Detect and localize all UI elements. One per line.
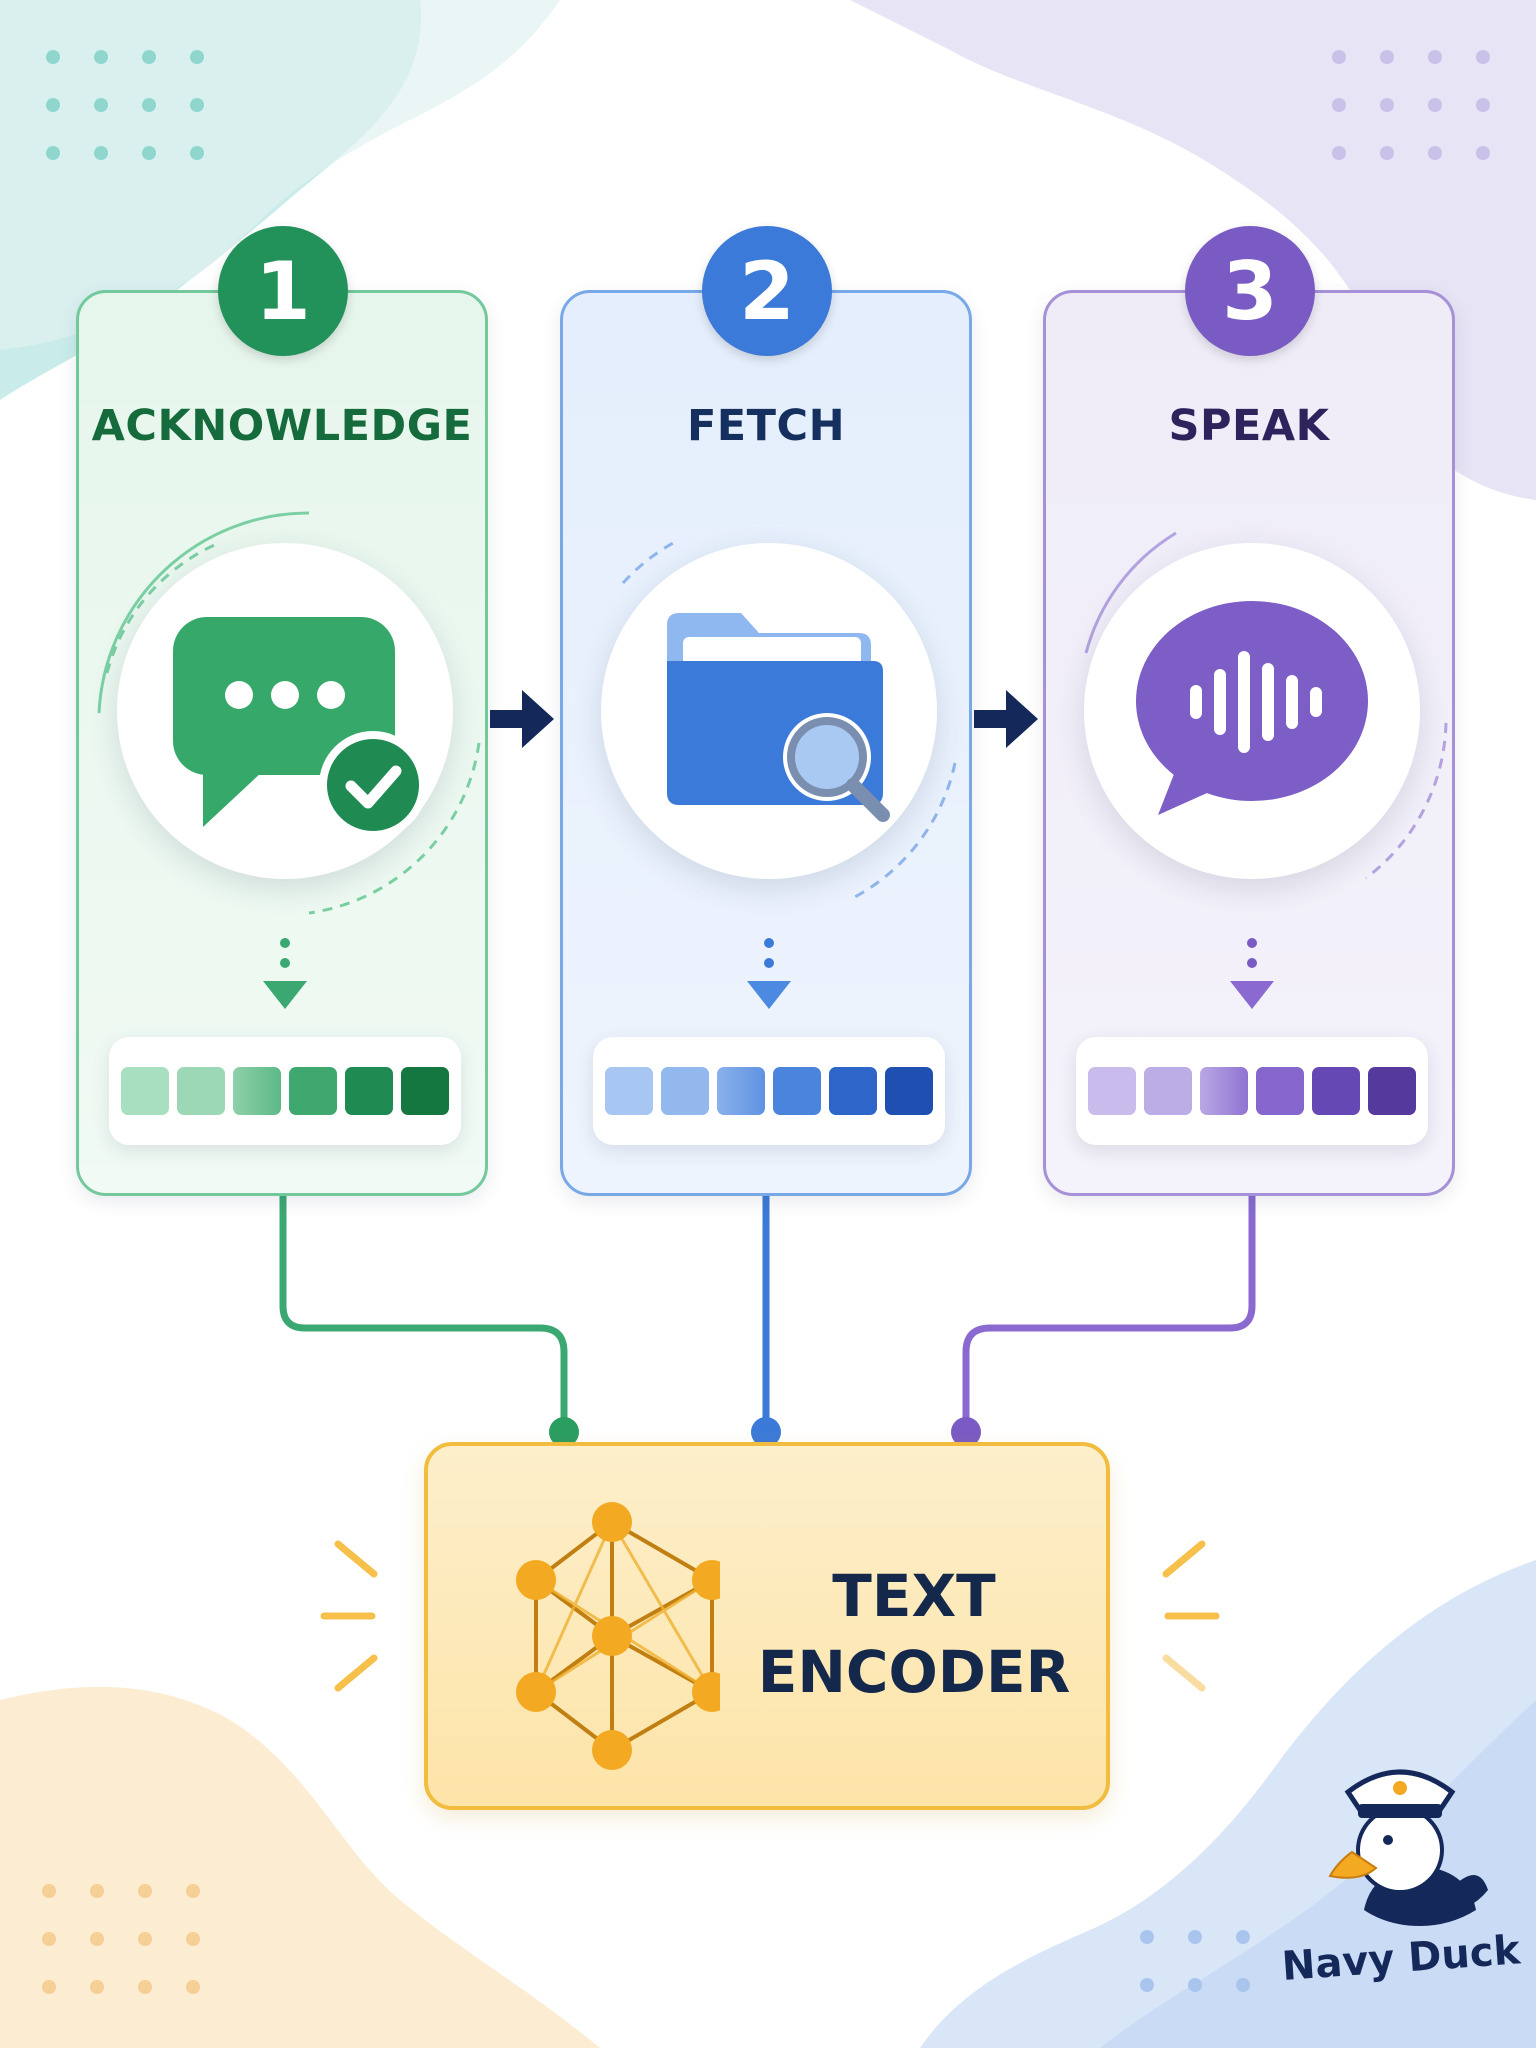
step-number-badge: 3 [1185,226,1315,356]
step-number-badge: 2 [702,226,832,356]
dot-pattern-bottom-left [42,1884,200,1994]
neural-network-icon [516,1502,720,1770]
step-card-speak: SPEAK [1043,290,1455,1196]
encoder-label: TEXT ENCODER [754,1558,1074,1710]
dot-pattern-top-left [46,50,204,160]
progress-meter [593,1037,945,1145]
text-encoder-box: TEXT ENCODER [424,1442,1110,1810]
down-arrow-icon [1230,938,1274,1009]
step-title: SPEAK [1168,401,1330,451]
dot-pattern-top-right [1332,50,1490,160]
icon-circle [601,543,937,879]
navy-duck-mascot-icon [1328,1769,1488,1926]
sparkle-rays-left [320,1540,378,1692]
step-title: FETCH [686,401,846,451]
encoder-label-line2: ENCODER [757,1638,1071,1706]
dot-pattern-bottom-right [1140,1930,1250,1992]
chat-check-icon [173,617,427,839]
flow-arrow-icon [974,690,1038,748]
step-number-badge: 1 [218,226,348,356]
progress-meter [109,1037,461,1145]
icon-circle [117,543,453,879]
step-card-acknowledge: ACKNOWLEDGE [76,290,488,1196]
sparkle-rays-right [1162,1540,1220,1692]
down-arrow-icon [263,938,307,1009]
encoder-label-line1: TEXT [832,1562,996,1630]
progress-meter [1076,1037,1428,1145]
folder-search-icon [667,613,890,822]
step-title: ACKNOWLEDGE [91,401,473,451]
icon-circle [1084,543,1420,879]
step-card-fetch: FETCH [560,290,972,1196]
voice-bubble-icon [1136,601,1368,815]
flow-arrow-icon [490,690,554,748]
down-arrow-icon [747,938,791,1009]
